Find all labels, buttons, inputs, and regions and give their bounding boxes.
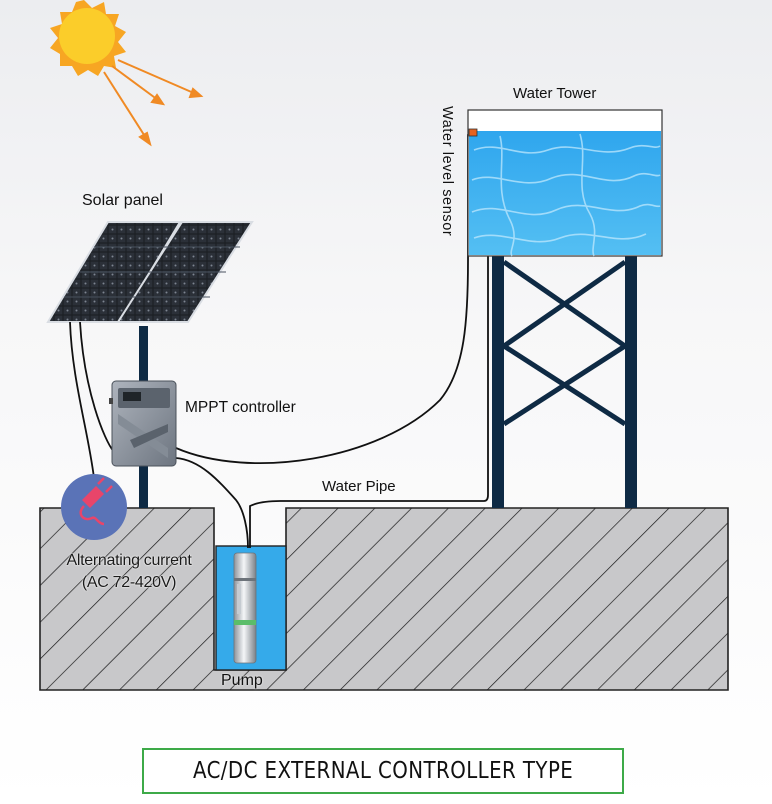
- water-tower-label: Water Tower: [513, 85, 597, 102]
- plug-icon: [61, 474, 127, 540]
- water-level-sensor: [468, 128, 478, 137]
- alternating-current-line1: Alternating current: [66, 552, 192, 569]
- ground: [39, 507, 729, 691]
- water-level-sensor-label: Water level sensor: [439, 106, 455, 237]
- alternating-current-line2: (AC 72-420V): [81, 574, 177, 591]
- solar-panel-label: Solar panel: [82, 192, 163, 209]
- solar-panel: [46, 221, 254, 323]
- title-box: AC/DC EXTERNAL CONTROLLER TYPE: [142, 748, 624, 794]
- mppt-controller: [109, 380, 177, 467]
- water-tower-tank: [467, 109, 663, 257]
- alternating-current-label: Alternating current (AC 72-420V): [44, 550, 214, 594]
- pump: [233, 552, 257, 664]
- sun-icon: [50, 0, 126, 76]
- sun-rays: [103, 59, 204, 147]
- water-tower-structure: [492, 256, 637, 508]
- mppt-controller-label: MPPT controller: [185, 399, 296, 416]
- water-pipe-label: Water Pipe: [322, 478, 396, 495]
- cables: [69, 133, 496, 549]
- diagram-title: AC/DC EXTERNAL CONTROLLER TYPE: [192, 758, 574, 784]
- pump-label: Pump: [221, 672, 263, 689]
